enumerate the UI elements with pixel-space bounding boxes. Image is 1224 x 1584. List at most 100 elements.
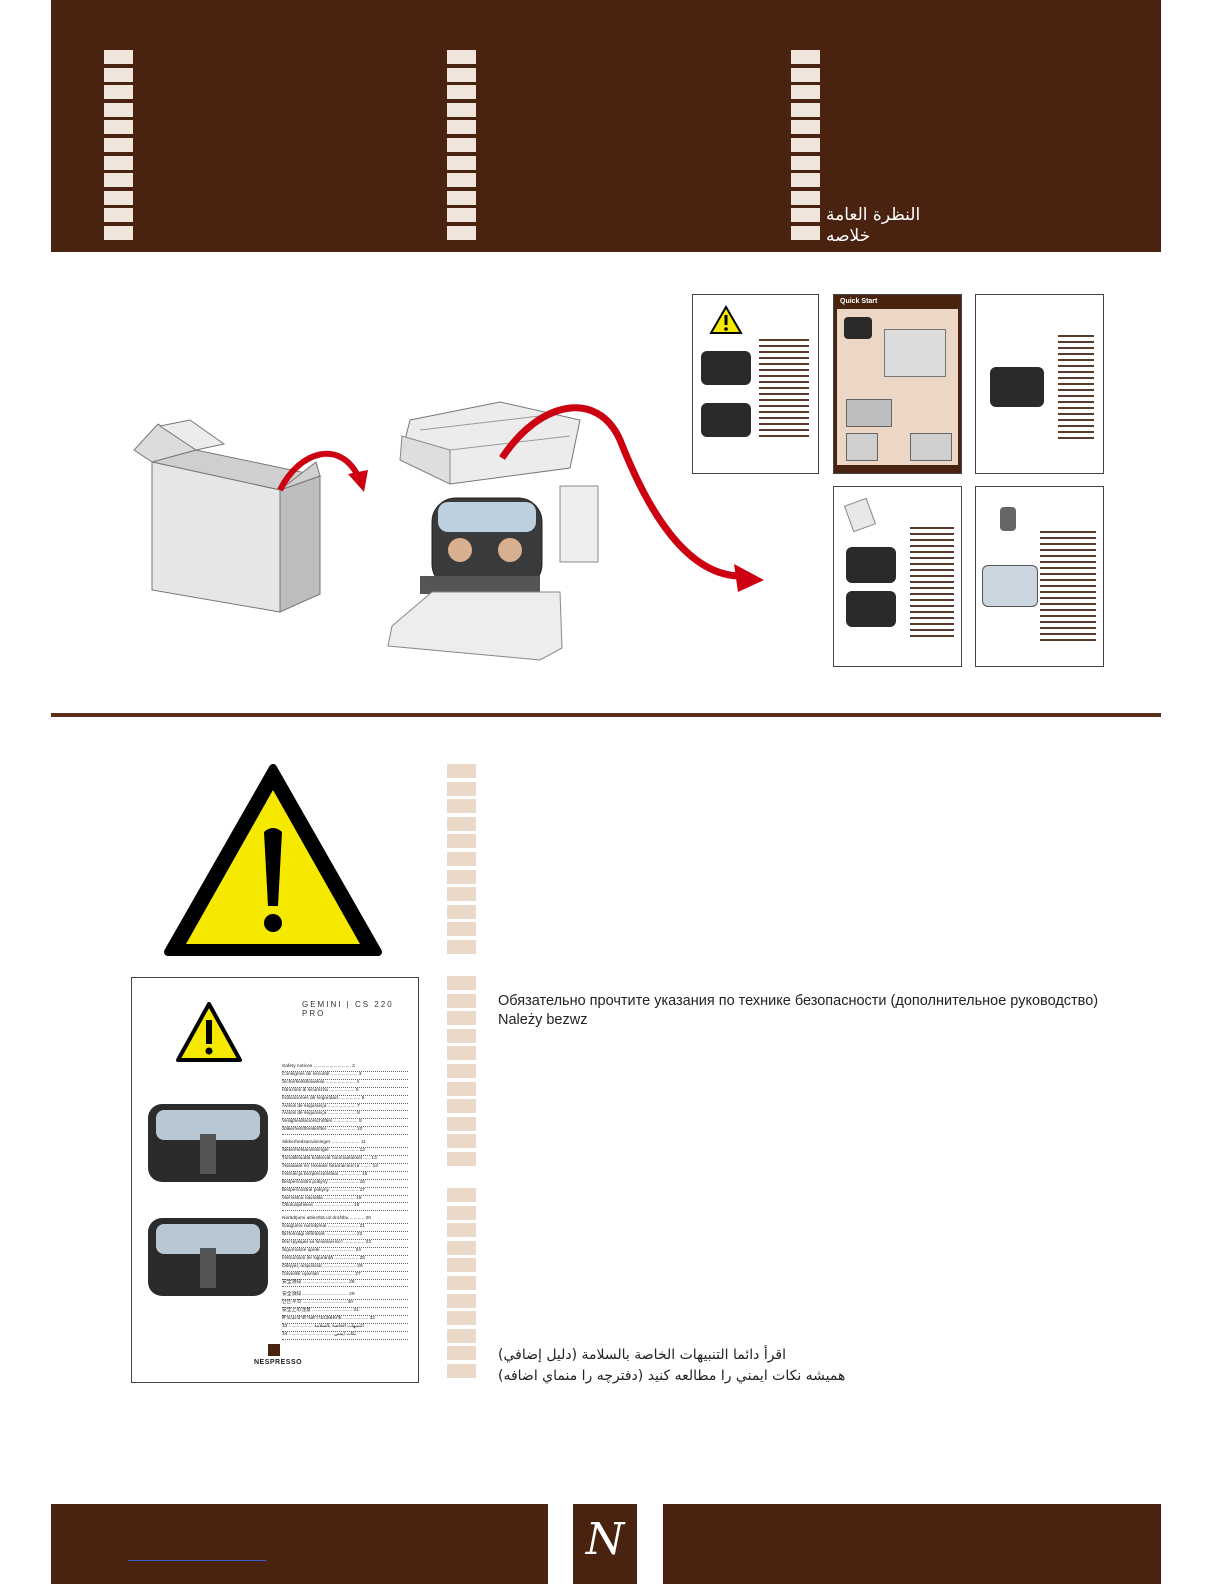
safety-text-arabic: اقرأ دائما التنبيهات الخاصة بالسلامة (دل… xyxy=(498,1347,787,1363)
thumb-machine-image xyxy=(990,367,1044,407)
language-tab xyxy=(447,1081,476,1096)
thumb-toc-lines xyxy=(1058,331,1094,443)
thumb-machine-image xyxy=(846,547,896,583)
safety-text-farsi: هميشه نكات ايمني را مطالعه كنيد (دفترچه … xyxy=(498,1368,846,1384)
toc-entry: Инструкции за безопасност ..............… xyxy=(282,1240,408,1248)
thumb-machine-image xyxy=(884,329,946,377)
thumb-toc-lines xyxy=(759,335,809,441)
language-tab xyxy=(447,1152,476,1166)
language-tab xyxy=(447,799,476,814)
toc-entry: Sigurnosne upute .......................… xyxy=(282,1248,408,1256)
thumbnail-descaling-booklet xyxy=(833,486,962,667)
thumbnail-safety-booklet xyxy=(692,294,819,474)
language-tab-column-2 xyxy=(447,50,477,302)
language-tab xyxy=(447,1311,476,1326)
language-tab xyxy=(104,208,133,223)
footer-logo-box: N xyxy=(573,1504,637,1584)
language-tab xyxy=(447,852,476,866)
language-tab xyxy=(447,1364,476,1378)
toc-entry: Biztonsági előírások ...................… xyxy=(282,1232,408,1241)
language-tab xyxy=(447,887,476,902)
language-tab xyxy=(447,904,476,919)
language-tab xyxy=(791,120,820,135)
toc-entry: Instrukcja bezpieczeństwa ..............… xyxy=(282,1172,408,1180)
language-tab xyxy=(447,976,476,990)
thumb-toc-lines xyxy=(910,523,954,641)
language-tab xyxy=(447,155,476,170)
arrow-icon xyxy=(499,404,747,580)
thumb-machine-image xyxy=(910,433,952,461)
coffee-machine-icon xyxy=(420,497,543,594)
language-tab xyxy=(447,226,476,240)
thumb-machine-image xyxy=(846,591,896,627)
toc-entry: 安全須知 .................................. … xyxy=(282,1292,408,1301)
language-tab xyxy=(447,1188,476,1202)
language-tab xyxy=(447,1134,476,1149)
thumb-machine-image xyxy=(846,433,878,461)
thumbnail-water-connection xyxy=(975,486,1104,667)
toc-entry: Indicaciones de seguridad ..............… xyxy=(282,1096,408,1104)
toc-entry: Safety notices .........................… xyxy=(282,1064,408,1072)
toc-entry: Varnostna navodila .....................… xyxy=(282,1196,408,1204)
footer-link-line xyxy=(128,1560,266,1561)
toc-entry: Sicherheitshinweise ....................… xyxy=(282,1080,408,1088)
toc-entry: Saugumo nurodymai ......................… xyxy=(282,1224,408,1233)
arrow-icon xyxy=(277,450,361,492)
language-tab xyxy=(104,173,133,188)
language-tab xyxy=(447,1293,476,1308)
language-tab xyxy=(791,85,820,100)
booklet-toc: Safety notices .........................… xyxy=(282,1064,408,1340)
booklet-brand-name: NESPRESSO xyxy=(254,1359,303,1366)
toc-entry: Указания по технике безопасности .......… xyxy=(282,1164,408,1172)
language-tab xyxy=(447,940,476,954)
thumb-machine-image xyxy=(701,351,751,385)
warning-icon xyxy=(164,764,382,956)
safety-text-polish: Należy bezwz xyxy=(498,1012,588,1028)
language-tab xyxy=(447,1328,476,1343)
toc-entry: 安全上の注意 .............................. 31 xyxy=(282,1308,408,1317)
toc-entry: Ohutusjuhised ..........................… xyxy=(282,1203,408,1212)
nespresso-logo-icon: N xyxy=(585,1514,625,1565)
language-tab xyxy=(104,67,133,82)
farsi-summary-label: خلاصه xyxy=(826,226,871,246)
toc-entry: Turvallisuutta koskevat huomautukset ...… xyxy=(282,1156,408,1164)
booklet-machine-image xyxy=(148,1218,268,1296)
language-tab xyxy=(791,50,820,64)
language-tab xyxy=(447,102,476,117)
language-tab xyxy=(447,993,476,1008)
language-tab xyxy=(791,102,820,117)
language-tab xyxy=(104,50,133,64)
thumbnail-quick-start: Quick Start xyxy=(833,294,962,474)
language-tab xyxy=(791,190,820,205)
toc-entry: Norādījumi attiecībā uz drošību ........… xyxy=(282,1216,408,1225)
bottom-packaging-icon xyxy=(387,591,563,661)
language-tab xyxy=(447,1028,476,1043)
header-band xyxy=(51,0,1161,252)
booklet-brand-logo-icon xyxy=(268,1344,280,1356)
language-tab xyxy=(447,781,476,796)
language-tab xyxy=(447,1205,476,1220)
warning-icon xyxy=(176,1002,242,1062)
booklet-machine-image xyxy=(148,1104,268,1182)
language-tab xyxy=(447,1276,476,1290)
language-tab xyxy=(447,1064,476,1078)
language-tab-column-safety xyxy=(447,764,477,1384)
language-tab-column-3 xyxy=(791,50,821,302)
language-tab xyxy=(447,922,476,937)
toc-entry: 安全须知 .................................. … xyxy=(282,1280,408,1288)
language-tab xyxy=(104,138,133,152)
toc-entry: คำแนะนำด้านความปลอดภัย .................… xyxy=(282,1316,408,1325)
footer-band-right xyxy=(663,1504,1161,1584)
language-tab xyxy=(791,226,820,240)
thumb-machine-image xyxy=(982,565,1038,607)
language-tab xyxy=(447,120,476,135)
language-tab xyxy=(791,173,820,188)
safety-booklet-cover: GEMINI | CS 220 PRO Safety notices .....… xyxy=(131,977,419,1383)
unpacking-illustration xyxy=(133,401,764,661)
toc-entry: نكات ايمني .............................… xyxy=(282,1332,408,1340)
toc-entry: Istruzioni di sicurezza ................… xyxy=(282,1088,408,1096)
language-tab xyxy=(447,1346,476,1361)
toc-entry: Veiligheidsvoorschriften ...............… xyxy=(282,1119,408,1128)
toc-entry: Säkerhetsföreskrifter ..................… xyxy=(282,1127,408,1136)
booklet-model-title: GEMINI | CS 220 PRO xyxy=(302,1000,394,1018)
